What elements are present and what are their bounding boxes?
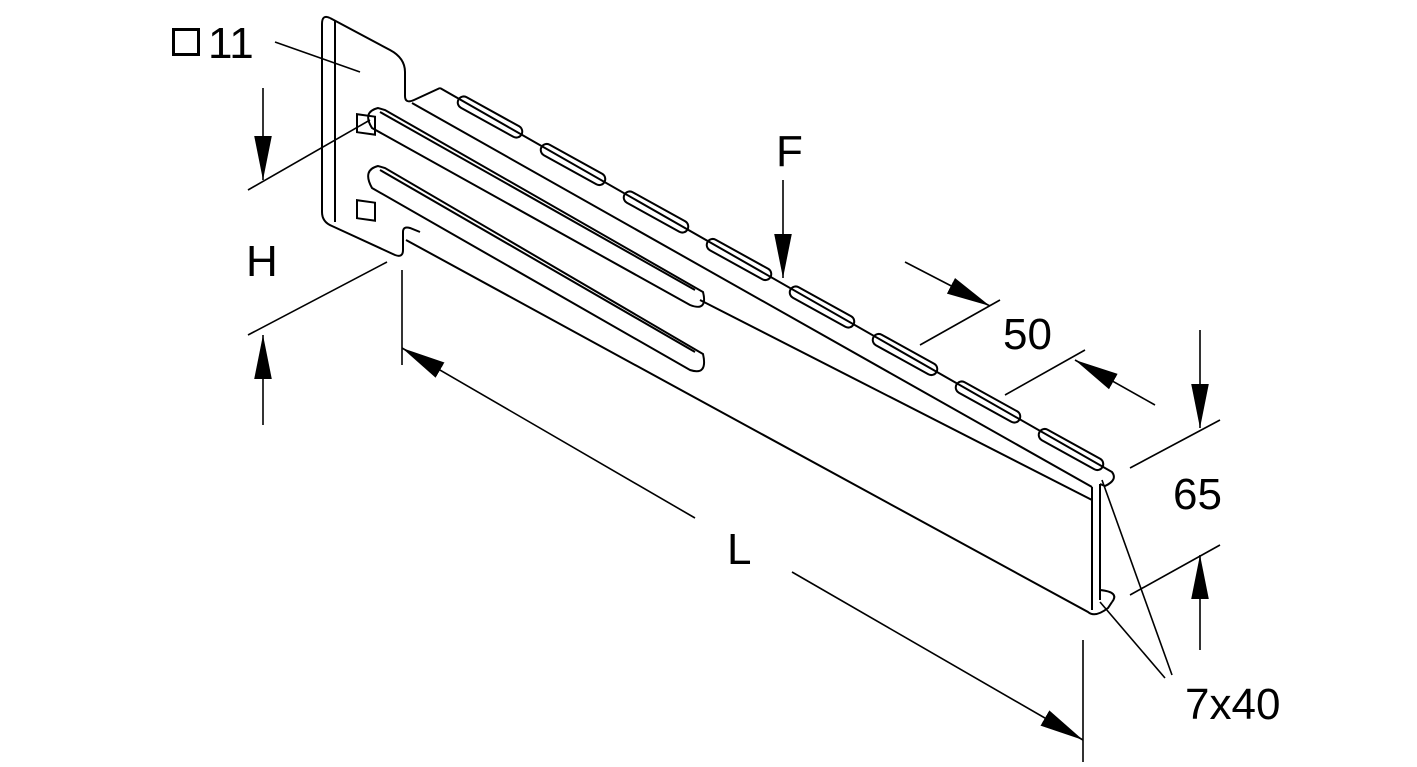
slot — [539, 142, 607, 187]
hole-size-label: 11 — [172, 22, 254, 66]
length-arrow-left — [401, 347, 696, 519]
slot-leader — [1101, 479, 1173, 676]
slot-pitch-label: 50 — [1003, 310, 1052, 359]
hole-leader — [274, 41, 361, 73]
height-label: H — [246, 237, 278, 286]
slot — [954, 380, 1022, 424]
length-label: L — [727, 525, 752, 574]
top-slots — [456, 95, 1105, 472]
hole-size-value: 11 — [208, 19, 254, 68]
slot — [622, 190, 690, 234]
slot — [1037, 427, 1105, 472]
force-label: F — [776, 127, 803, 176]
square-hole — [356, 199, 376, 222]
slot — [705, 237, 773, 282]
slot — [788, 285, 856, 329]
slot — [871, 332, 939, 377]
slot — [456, 95, 524, 139]
dimension-lines — [247, 41, 1221, 762]
slot-size-label: 7x40 — [1185, 680, 1281, 729]
flange-height-label: 65 — [1173, 470, 1222, 519]
length-arrow-right — [791, 571, 1084, 741]
square-symbol-icon — [172, 28, 200, 56]
bracket-outline — [321, 15, 1116, 616]
